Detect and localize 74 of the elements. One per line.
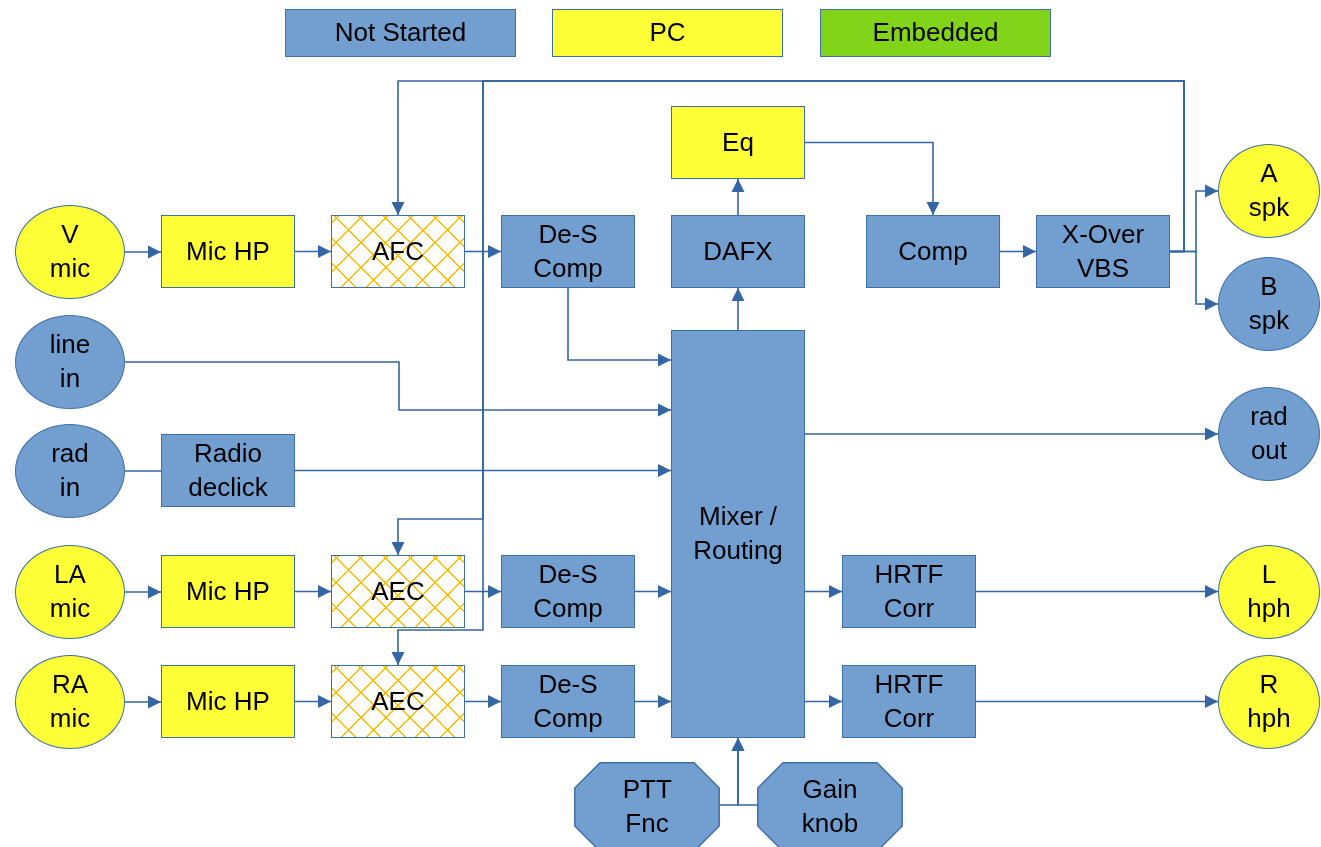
node-label: R hph: [1247, 668, 1291, 735]
arrow: [124, 245, 162, 259]
node-label: line in: [49, 328, 91, 395]
arrow: [294, 464, 672, 477]
arrow: [294, 585, 332, 598]
process-box: [842, 665, 976, 738]
arrow: [804, 585, 843, 598]
arrow: [731, 178, 745, 216]
node-label: LA mic: [49, 558, 91, 625]
node-label: De-S Comp: [532, 667, 604, 735]
node-label: rad out: [1250, 400, 1288, 467]
arrow: [634, 585, 672, 598]
node-label: Mic HP: [186, 234, 270, 268]
node-label: Gain knob: [801, 773, 859, 840]
process-box: [671, 106, 805, 179]
arrow: [975, 585, 1219, 598]
arrow: [975, 695, 1219, 708]
process-box: [671, 215, 805, 288]
node-label: Mic HP: [186, 574, 270, 608]
control-octagon: [757, 762, 903, 847]
node-label: PTT Fnc: [622, 773, 672, 840]
node-label: rad in: [51, 437, 89, 504]
node-label: Eq: [722, 125, 754, 159]
hatched-process-box: [331, 555, 465, 628]
process-box: [501, 665, 635, 738]
hatched-process-box: [331, 665, 465, 738]
connector-line: [124, 470, 162, 472]
node-label: Mic HP: [186, 684, 270, 718]
node-label: A spk: [1248, 157, 1290, 224]
arrow: [804, 141, 940, 216]
process-box: [866, 215, 1000, 288]
node-label: Mixer / Routing: [693, 500, 783, 567]
arrow: [731, 287, 745, 331]
node-label: V mic: [49, 218, 91, 285]
arrow: [731, 737, 758, 806]
node-label: HRTF Corr: [873, 667, 945, 735]
process-box: [161, 555, 295, 628]
arrow: [464, 245, 502, 258]
arrow: [124, 695, 162, 709]
node-label: Comp: [898, 234, 968, 268]
arrow: [464, 695, 502, 708]
process-box: [161, 665, 295, 738]
process-box: [161, 215, 295, 288]
arrow: [124, 585, 162, 599]
node-label: Radio declick: [187, 436, 269, 504]
process-box: [842, 555, 976, 628]
arrow: [999, 245, 1037, 258]
node-label: RA mic: [49, 668, 91, 735]
node-label: B spk: [1248, 270, 1290, 337]
node-label: De-S Comp: [532, 557, 604, 625]
control-octagon: [574, 762, 720, 847]
legend-label: PC: [649, 16, 686, 50]
arrow: [124, 361, 672, 417]
process-box: [501, 555, 635, 628]
arrow: [294, 695, 332, 708]
node-label: HRTF Corr: [873, 557, 945, 625]
arrow: [567, 287, 672, 367]
node-label: De-S Comp: [532, 217, 604, 285]
arrow: [464, 585, 502, 598]
node-label: X-Over VBS: [1060, 217, 1146, 285]
legend-label: Embedded: [872, 16, 999, 50]
arrow: [294, 245, 332, 258]
process-box: [161, 434, 295, 507]
arrow: [804, 427, 1219, 441]
process-box: [501, 215, 635, 288]
arrow: [634, 695, 672, 708]
arrow: [391, 80, 1185, 666]
arrow: [804, 695, 843, 708]
node-label: L hph: [1247, 558, 1291, 625]
node-label: DAFX: [703, 234, 773, 268]
hatched-process-box: [331, 215, 465, 288]
process-box: [671, 330, 805, 738]
process-box: [1036, 215, 1170, 288]
legend-label: Not Started: [334, 16, 467, 50]
